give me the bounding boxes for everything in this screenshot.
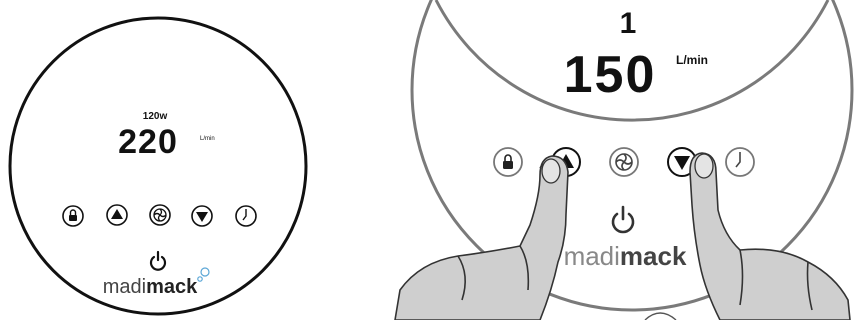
speed-down-button[interactable] (191, 205, 213, 227)
flow-unit-label-large: L/min (676, 53, 708, 67)
flow-unit-label: L/min (200, 136, 215, 142)
right-panel-ring (434, 0, 830, 122)
right-hand-illustration (689, 152, 851, 320)
power-button[interactable] (149, 250, 167, 271)
left-control-panel: 120w 220 L/min (8, 16, 308, 316)
timer-button[interactable] (235, 205, 257, 227)
left-panel-ring (8, 16, 308, 316)
lock-button[interactable] (62, 205, 84, 227)
clock-icon (735, 152, 741, 168)
fan-icon (153, 208, 167, 222)
triangle-down-icon (674, 156, 690, 170)
fan-mode-button[interactable] (149, 204, 171, 226)
triangle-down-icon (196, 212, 208, 222)
power-level-readout: 120w (143, 111, 168, 122)
brand-bubble-icon (197, 267, 210, 282)
lock-icon (503, 154, 513, 169)
bottom-knob-outline (644, 312, 677, 320)
brand-logo: madimack (103, 276, 198, 298)
level-indicator: 1 (620, 7, 637, 40)
power-icon (611, 205, 635, 234)
lock-button-large[interactable] (493, 147, 523, 177)
power-button-large[interactable] (611, 205, 635, 234)
flow-rate-readout-large: 150 (564, 46, 657, 104)
left-hand-illustration (394, 155, 569, 320)
flow-rate-readout: 220 (118, 123, 178, 161)
fan-mode-button-large[interactable] (609, 147, 639, 177)
speed-up-button[interactable] (106, 204, 128, 226)
brand-logo-large: madimack (564, 241, 687, 271)
right-control-panel: 1 150 L/min (394, 0, 854, 320)
lock-icon (69, 209, 77, 221)
power-icon (149, 250, 167, 271)
right-panel-outline (410, 0, 854, 312)
triangle-up-icon (111, 209, 123, 219)
clock-icon (242, 209, 247, 221)
fan-icon (615, 153, 633, 171)
timer-button-large[interactable] (725, 147, 755, 177)
